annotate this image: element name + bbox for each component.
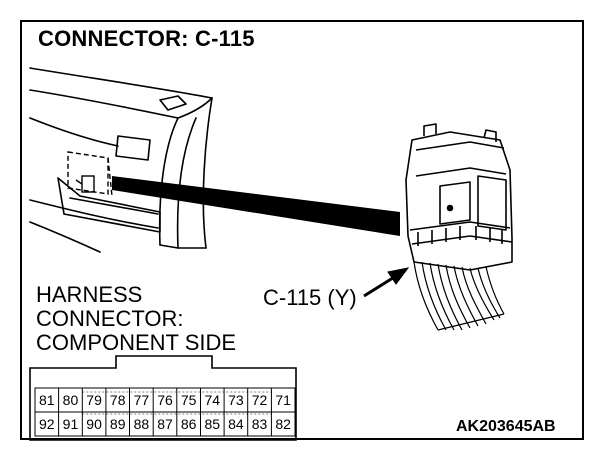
wire-harness bbox=[413, 261, 505, 331]
pin-label: 91 bbox=[62, 416, 79, 432]
dashboard-drawing bbox=[29, 67, 213, 253]
pin-label: 73 bbox=[228, 392, 244, 408]
pin-label: 83 bbox=[251, 416, 268, 432]
diagram-title: CONNECTOR: C-115 bbox=[38, 26, 255, 51]
location-pointer bbox=[112, 176, 400, 236]
pin-label: 71 bbox=[275, 392, 291, 408]
connector-callout-label: C-115 (Y) bbox=[263, 285, 357, 310]
diagram-frame bbox=[20, 20, 584, 440]
harness-label-line1: HARNESS bbox=[36, 282, 143, 307]
pin-label: 78 bbox=[109, 392, 126, 408]
ecu-module bbox=[405, 123, 513, 271]
connector-face bbox=[29, 355, 297, 441]
pin-label: 86 bbox=[180, 416, 197, 432]
pin-label: 88 bbox=[133, 416, 150, 432]
pin-label: 89 bbox=[109, 416, 126, 432]
pin-label: 75 bbox=[180, 392, 197, 408]
pin-label: 76 bbox=[157, 392, 173, 408]
pin-label: 79 bbox=[86, 392, 102, 408]
pin-grid: 81 80 79 78 77 76 75 74 73 72 71 92 91 9… bbox=[35, 388, 295, 436]
callout-arrow bbox=[363, 267, 410, 298]
pin-label: 87 bbox=[157, 416, 173, 432]
connector-cavities bbox=[34, 387, 296, 437]
pin-label: 90 bbox=[86, 416, 102, 432]
pin-label: 81 bbox=[39, 392, 55, 408]
harness-label-line3: COMPONENT SIDE bbox=[36, 330, 237, 355]
cavity-hatching bbox=[82, 391, 272, 415]
harness-connector-label: HARNESS CONNECTOR: COMPONENT SIDE bbox=[36, 283, 236, 355]
harness-label-line2: CONNECTOR: bbox=[36, 306, 184, 331]
pin-label: 74 bbox=[204, 392, 221, 408]
location-dashed-box bbox=[67, 151, 113, 197]
pin-label: 92 bbox=[39, 416, 55, 432]
pin-label: 84 bbox=[228, 416, 244, 432]
pin-label: 80 bbox=[62, 392, 79, 408]
pin-label: 85 bbox=[204, 416, 221, 432]
pin-label: 72 bbox=[251, 392, 268, 408]
dash-connector bbox=[75, 175, 95, 193]
pin-label: 82 bbox=[275, 416, 291, 432]
pin-label: 77 bbox=[133, 392, 150, 408]
figure-code: AK203645AB bbox=[456, 418, 556, 435]
